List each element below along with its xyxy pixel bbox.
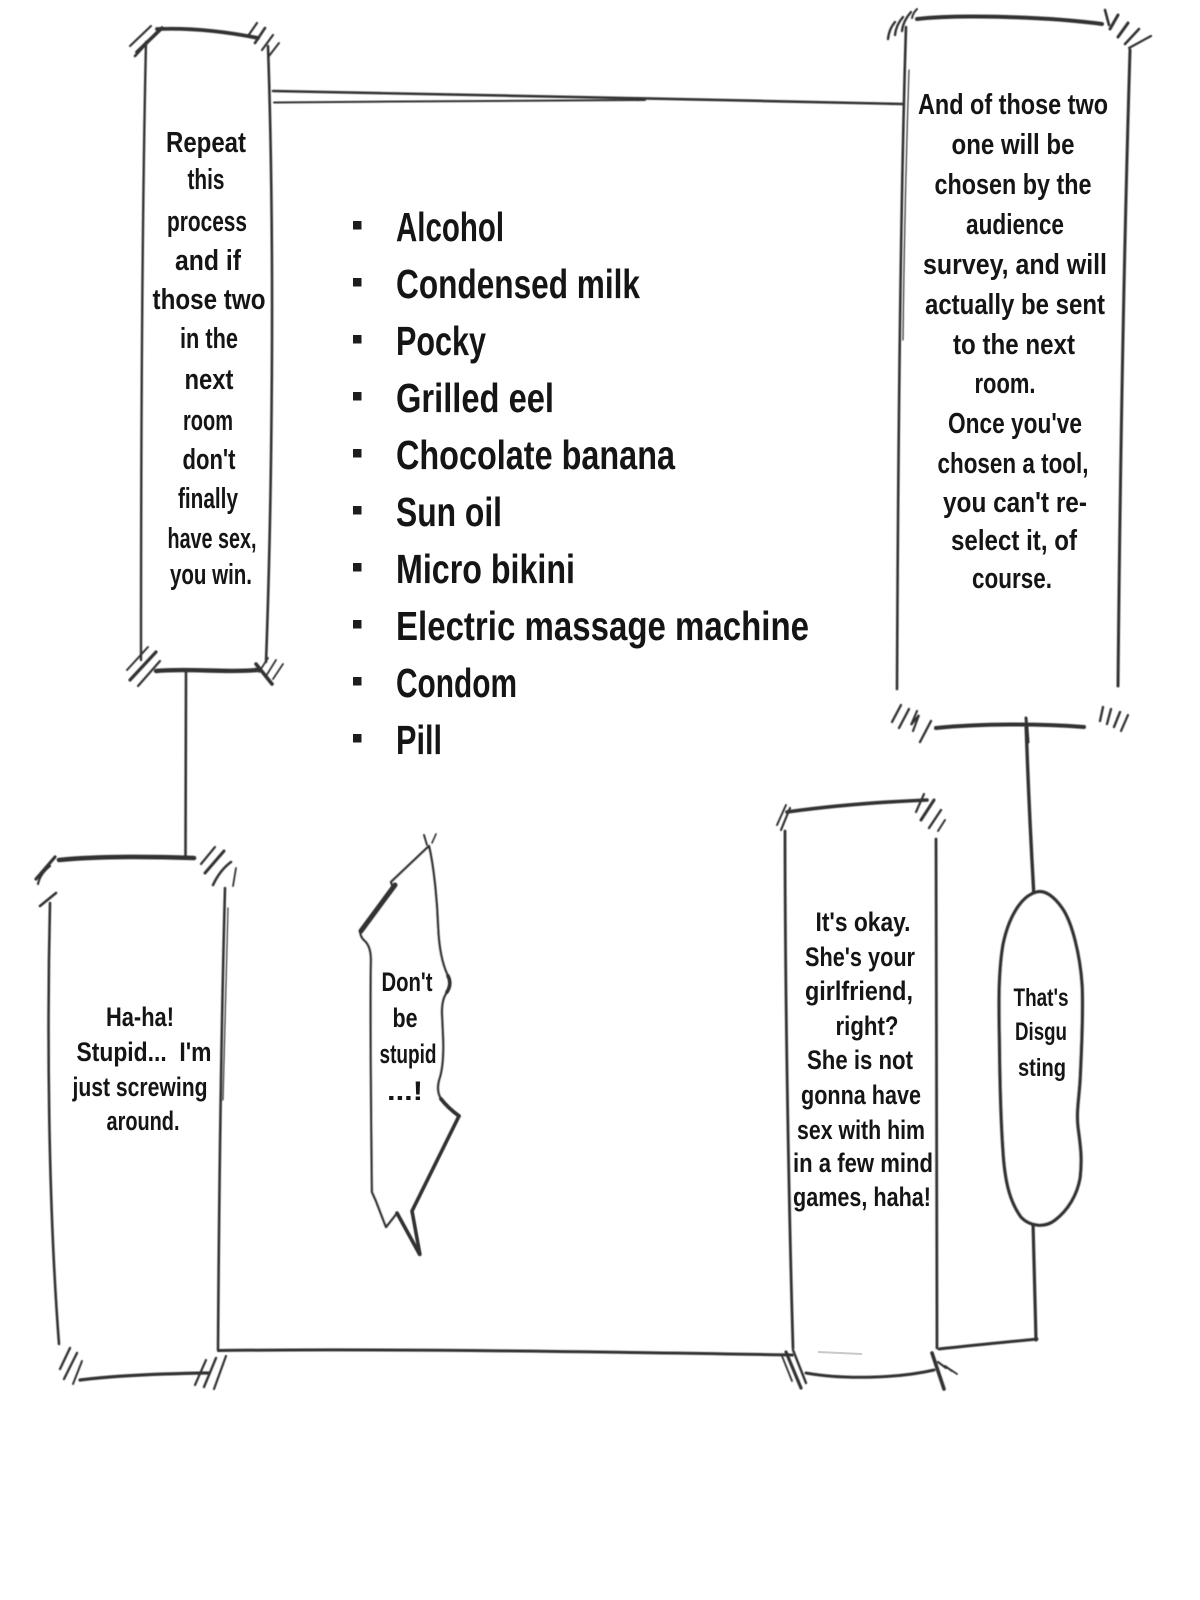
svg-text:to the next: to the next (953, 329, 1075, 361)
svg-text:And of those two: And of those two (918, 89, 1108, 121)
svg-text:Micro bikini: Micro bikini (396, 546, 575, 592)
svg-text:in the: in the (180, 323, 238, 355)
svg-text:have sex,: have sex, (168, 523, 257, 555)
svg-text:gonna have: gonna have (801, 1080, 921, 1110)
svg-text:girlfriend,: girlfriend, (805, 976, 913, 1006)
svg-text:one will be: one will be (952, 129, 1075, 161)
svg-text:survey, and will: survey, and will (923, 249, 1107, 281)
svg-text:room.: room. (975, 368, 1036, 400)
svg-text:sex with him: sex with him (797, 1115, 925, 1145)
svg-text:Condensed milk: Condensed milk (396, 261, 640, 307)
svg-text:right?: right? (836, 1011, 899, 1041)
svg-text:Ha-ha!: Ha-ha! (106, 1002, 174, 1032)
svg-text:That's: That's (1014, 984, 1069, 1012)
svg-text:Pocky: Pocky (396, 318, 486, 364)
svg-text:...!: ...! (387, 1076, 423, 1106)
svg-text:Condom: Condom (396, 660, 517, 706)
svg-text:Pill: Pill (396, 717, 442, 763)
svg-text:don't: don't (183, 444, 236, 476)
svg-text:room: room (183, 405, 233, 437)
svg-text:process: process (167, 206, 247, 238)
svg-text:chosen a tool,: chosen a tool, (938, 448, 1089, 480)
svg-text:Chocolate banana: Chocolate banana (396, 432, 676, 478)
svg-text:It's okay.: It's okay. (816, 907, 911, 937)
svg-text:She's your: She's your (805, 942, 915, 972)
svg-text:you can't re-: you can't re- (943, 487, 1087, 519)
svg-text:actually be sent: actually be sent (925, 289, 1105, 321)
svg-text:chosen by the: chosen by the (935, 169, 1092, 201)
svg-text:sting: sting (1018, 1054, 1066, 1082)
svg-text:select it, of: select it, of (951, 525, 1077, 557)
svg-text:Alcohol: Alcohol (396, 204, 504, 250)
svg-text:She is not: She is not (807, 1045, 913, 1075)
svg-text:Disgu: Disgu (1015, 1018, 1067, 1046)
svg-text:Sun oil: Sun oil (396, 489, 502, 535)
svg-text:games, haha!: games, haha! (793, 1182, 931, 1212)
svg-text:Electric massage machine: Electric massage machine (396, 603, 809, 649)
svg-text:in a few mind: in a few mind (793, 1148, 933, 1178)
svg-text:around.: around. (107, 1106, 180, 1136)
svg-text:this: this (188, 164, 225, 196)
svg-text:stupid: stupid (380, 1039, 437, 1069)
svg-text:audience: audience (966, 209, 1064, 241)
svg-text:be: be (393, 1003, 418, 1033)
svg-text:next: next (185, 364, 234, 396)
svg-text:Don't: Don't (382, 967, 433, 997)
svg-text:Stupid... I'm: Stupid... I'm (77, 1037, 212, 1067)
svg-text:Once you've: Once you've (948, 408, 1082, 440)
svg-text:just screwing: just screwing (72, 1072, 208, 1102)
svg-text:Repeat: Repeat (166, 127, 246, 159)
svg-text:and if: and if (175, 245, 241, 277)
svg-text:Grilled eel: Grilled eel (396, 375, 554, 421)
svg-text:finally: finally (178, 483, 238, 515)
svg-text:those two: those two (153, 284, 266, 316)
svg-text:you win.: you win. (170, 559, 252, 591)
svg-text:course.: course. (972, 563, 1052, 595)
